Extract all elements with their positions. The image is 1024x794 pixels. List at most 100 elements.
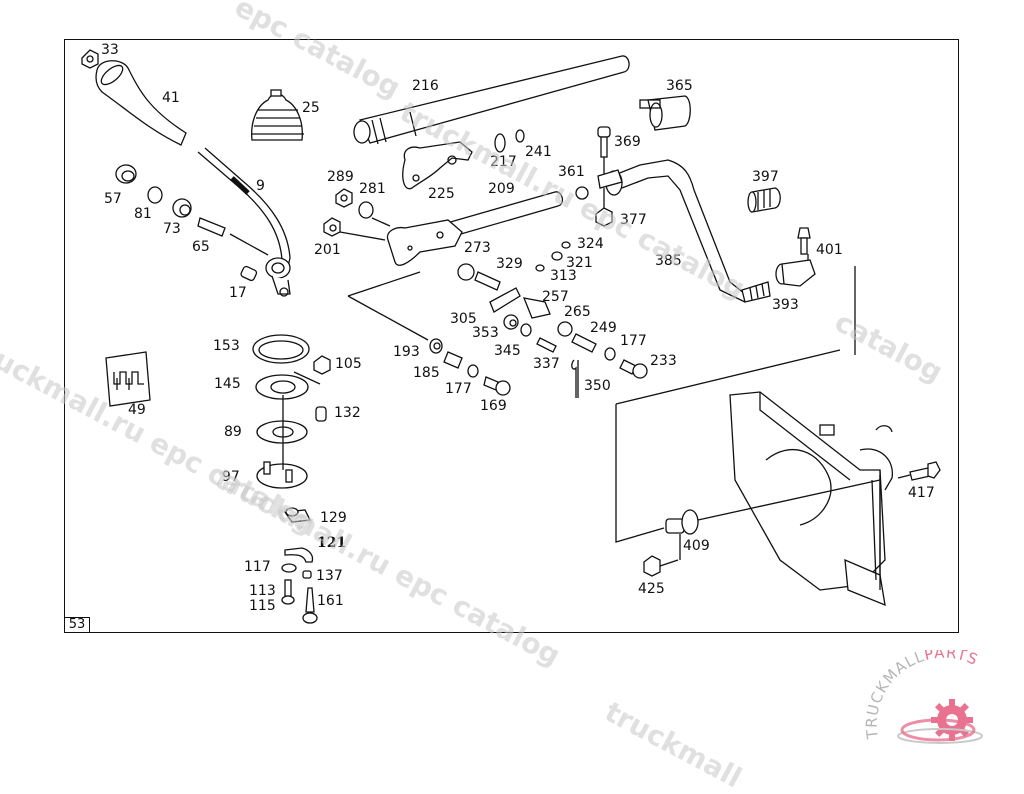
part-callout-425[interactable]: 425 [638, 581, 665, 597]
part-132-bolt[interactable] [315, 406, 327, 422]
part-callout-153[interactable]: 153 [213, 338, 240, 354]
part-callout-225[interactable]: 225 [428, 186, 455, 202]
part-105-nut[interactable] [293, 355, 331, 385]
part-callout-169[interactable]: 169 [480, 398, 507, 414]
part-callout-145[interactable]: 145 [214, 376, 241, 392]
part-callout-33[interactable]: 33 [101, 42, 119, 58]
part-callout-132[interactable]: 132 [334, 405, 361, 421]
part-417-bolt[interactable] [897, 461, 941, 481]
part-callout-115[interactable]: 115 [249, 598, 276, 614]
part-callout-257[interactable]: 257 [542, 289, 569, 305]
part-289-nut[interactable] [335, 188, 353, 208]
part-353-bushing[interactable] [503, 314, 519, 330]
part-callout-305[interactable]: 305 [450, 311, 477, 327]
part-233-bolt[interactable] [619, 359, 648, 379]
part-25-rubber-boot[interactable] [251, 89, 304, 141]
part-145-flange[interactable] [255, 374, 309, 400]
part-callout-289[interactable]: 289 [327, 169, 354, 185]
part-callout-177[interactable]: 177 [445, 381, 472, 397]
part-callout-350[interactable]: 350 [584, 378, 611, 394]
part-callout-89[interactable]: 89 [224, 424, 242, 440]
part-callout-409[interactable]: 409 [683, 538, 710, 554]
part-345-washer[interactable] [520, 323, 532, 337]
part-callout-241[interactable]: 241 [525, 144, 552, 160]
part-137-spacer[interactable] [302, 570, 312, 579]
part-313-washer[interactable] [535, 264, 545, 272]
part-callout-185[interactable]: 185 [413, 365, 440, 381]
part-callout-17[interactable]: 17 [229, 285, 247, 301]
part-callout-49[interactable]: 49 [128, 402, 146, 418]
part-65-pin[interactable] [197, 217, 269, 256]
part-callout-73[interactable]: 73 [163, 221, 181, 237]
part-113-bolt[interactable] [281, 579, 295, 605]
part-callout-57[interactable]: 57 [104, 191, 122, 207]
part-377-nut[interactable] [595, 188, 613, 227]
part-409-bolt[interactable] [665, 479, 881, 560]
part-9-shift-lever[interactable] [197, 147, 291, 297]
part-401-bolt[interactable] [797, 227, 811, 268]
part-callout-365[interactable]: 365 [666, 78, 693, 94]
part-257-clevis[interactable] [522, 297, 551, 319]
part-callout-121[interactable]: 121 [317, 535, 347, 551]
part-361-star-washer[interactable] [575, 186, 589, 200]
part-329-pin[interactable] [457, 263, 501, 291]
part-callout-397[interactable]: 397 [752, 169, 779, 185]
part-153-cover[interactable] [252, 334, 310, 364]
part-callout-337[interactable]: 337 [533, 356, 560, 372]
part-callout-401[interactable]: 401 [816, 242, 843, 258]
part-57-bushing[interactable] [115, 164, 137, 184]
part-425-nut[interactable] [643, 555, 679, 577]
part-callout-25[interactable]: 25 [302, 100, 320, 116]
part-callout-137[interactable]: 137 [316, 568, 343, 584]
part-241-washer[interactable] [515, 129, 525, 143]
part-callout-385[interactable]: 385 [655, 253, 682, 269]
part-129-clamp[interactable] [283, 507, 311, 523]
part-callout-216[interactable]: 216 [412, 78, 439, 94]
part-17-bushing[interactable] [240, 265, 258, 282]
part-281-clip[interactable] [358, 201, 391, 227]
part-callout-41[interactable]: 41 [162, 90, 180, 106]
part-273-bracket[interactable] [386, 219, 463, 266]
part-33-nut[interactable] [81, 49, 99, 69]
part-161-screw[interactable] [302, 587, 318, 624]
part-117-washer[interactable] [281, 563, 297, 573]
part-callout-353[interactable]: 353 [472, 325, 499, 341]
part-callout-209[interactable]: 209 [488, 181, 515, 197]
part-callout-321[interactable]: 321 [566, 255, 593, 271]
part-callout-233[interactable]: 233 [650, 353, 677, 369]
part-73-bushing[interactable] [172, 198, 192, 218]
part-callout-281[interactable]: 281 [359, 181, 386, 197]
part-305-lever[interactable] [489, 287, 521, 313]
part-callout-329[interactable]: 329 [496, 256, 523, 272]
part-225-shift-fork[interactable] [402, 141, 473, 190]
part-265-bushing[interactable] [557, 321, 573, 337]
part-callout-217[interactable]: 217 [490, 154, 517, 170]
part-callout-201[interactable]: 201 [314, 242, 341, 258]
part-177-washer-right[interactable] [604, 347, 616, 361]
part-169-bolt[interactable] [483, 376, 511, 396]
part-49-shift-gate-plate[interactable] [105, 351, 151, 407]
part-321-washer[interactable] [551, 251, 563, 261]
part-397-spring[interactable] [747, 187, 781, 213]
part-callout-97[interactable]: 97 [222, 469, 240, 485]
part-callout-105[interactable]: 105 [335, 356, 362, 372]
part-350-cotter-pin[interactable] [571, 359, 579, 398]
part-callout-113[interactable]: 113 [249, 583, 276, 599]
part-81-circlip[interactable] [147, 186, 163, 204]
part-185-sleeve[interactable] [443, 351, 463, 369]
part-209-inner-tube[interactable] [439, 191, 564, 241]
part-callout-377[interactable]: 377 [620, 212, 647, 228]
part-177-washer-left[interactable] [467, 364, 479, 378]
part-callout-177[interactable]: 177 [620, 333, 647, 349]
part-callout-345[interactable]: 345 [494, 343, 521, 359]
part-393-clevis[interactable] [775, 259, 816, 287]
part-callout-193[interactable]: 193 [393, 344, 420, 360]
part-385-selector-rod[interactable] [597, 159, 771, 303]
part-121-bracket[interactable] [284, 547, 314, 563]
part-callout-417[interactable]: 417 [908, 485, 935, 501]
part-193-bushing[interactable] [429, 338, 443, 354]
part-callout-117[interactable]: 117 [244, 559, 271, 575]
part-365-clamp-sleeve[interactable] [639, 95, 691, 131]
part-callout-129[interactable]: 129 [320, 510, 347, 526]
part-callout-249[interactable]: 249 [590, 320, 617, 336]
